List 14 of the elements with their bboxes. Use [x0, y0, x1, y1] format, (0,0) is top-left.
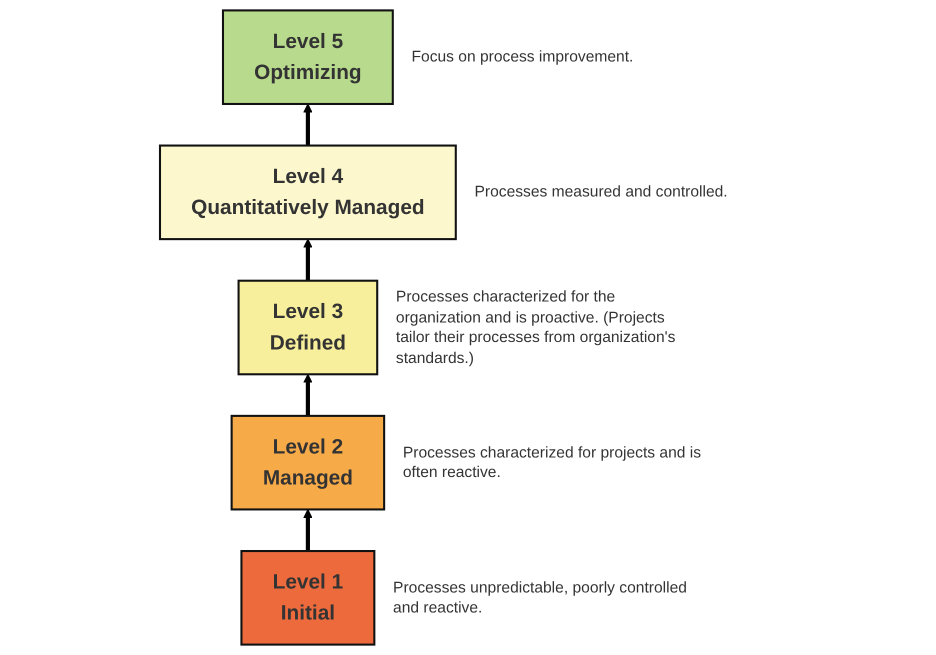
arrow: [303, 238, 312, 281]
node-box: Level 2 Managed: [230, 414, 386, 510]
node-box: Level 4 Quantitatively Managed: [158, 144, 457, 240]
arrow: [303, 104, 312, 146]
node-box: Level 3 Defined: [238, 280, 378, 376]
description-text: Processes unpredictable, poorly controlled and reactive.: [393, 578, 688, 618]
description-text: Processes measured and controlled.: [474, 182, 728, 202]
description-text: Processes characterized for the organization and is proactive. (Projects tailor their processes from organization's standards.): [396, 287, 676, 368]
description-text: Focus on process improvement.: [412, 47, 634, 68]
arrow: [303, 374, 312, 416]
arrow: [303, 509, 312, 552]
description-text: Processes characterized for projects and is often reactive.: [402, 442, 702, 483]
node-box: Level 5 Optimizing: [222, 9, 394, 105]
node-box: Level 1 Initial: [240, 550, 376, 646]
